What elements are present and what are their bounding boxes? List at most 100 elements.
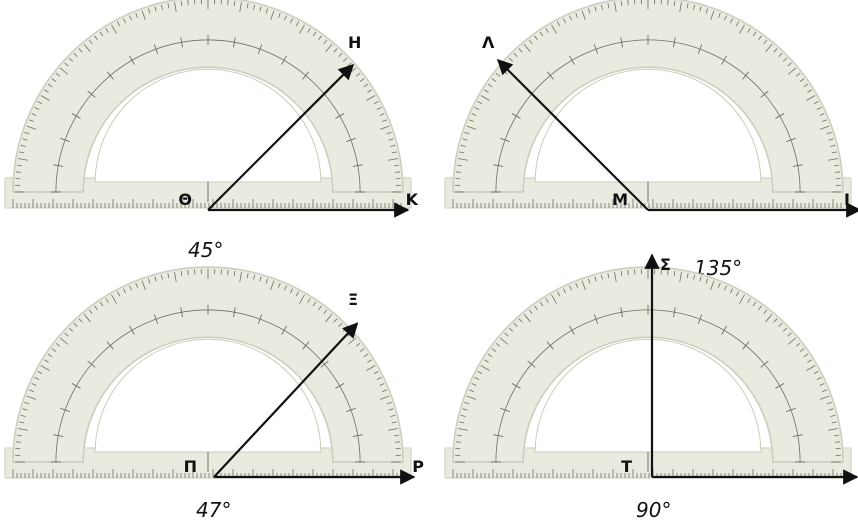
protractor-2 [444, 0, 852, 209]
degree-tick [394, 434, 400, 437]
degree-tick [795, 72, 801, 77]
protractor-4 [444, 266, 852, 479]
degree-tick [563, 18, 566, 24]
degree-tick [831, 151, 837, 154]
scale-tick [620, 37, 623, 48]
degree-tick [233, 270, 236, 276]
degree-tick [819, 395, 830, 400]
scale-tick [546, 341, 554, 350]
degree-tick [390, 144, 396, 147]
degree-tick [600, 274, 603, 280]
degree-tick [333, 48, 338, 53]
degree-tick [111, 24, 117, 34]
degree-tick [673, 0, 676, 6]
degree-tick [388, 138, 394, 141]
degree-tick [667, 0, 669, 6]
degree-tick [830, 144, 836, 147]
degree-tick [73, 322, 78, 328]
degree-tick [265, 8, 269, 14]
degree-tick [147, 8, 151, 14]
scale-tick [320, 360, 329, 368]
degree-tick [278, 282, 281, 288]
degree-tick [594, 276, 597, 282]
scale-tick [775, 113, 785, 119]
degree-tick [19, 151, 25, 154]
degree-tick [64, 62, 69, 67]
degree-tick [376, 377, 382, 380]
degree-tick [83, 313, 91, 323]
scale-tick [569, 325, 575, 335]
scale-tick [620, 307, 623, 318]
degree-tick [147, 278, 151, 284]
degree-tick [607, 273, 610, 279]
degree-tick [284, 15, 287, 21]
degree-tick [233, 0, 236, 6]
ray2-label-4: Σ [660, 255, 671, 274]
degree-tick [828, 408, 834, 411]
degree-tick [620, 0, 623, 6]
ray-arm-1 [207, 63, 355, 211]
degree-tick [575, 12, 578, 18]
degree-tick [22, 408, 28, 411]
degree-tick [17, 158, 28, 161]
degree-tick [239, 1, 242, 12]
vertex-label-2: Μ [612, 190, 628, 209]
degree-tick [474, 377, 480, 380]
degree-tick [763, 309, 768, 315]
degree-tick [227, 270, 229, 276]
degree-tick [24, 131, 30, 135]
panel-1: Θ Κ Η 45° [4, 0, 419, 262]
degree-tick [123, 288, 126, 294]
degree-tick [773, 318, 778, 323]
degree-tick [456, 441, 462, 443]
angle-value-1: 45° [188, 238, 223, 262]
degree-tick [51, 348, 57, 352]
scale-tick [546, 71, 554, 80]
scale-tick [153, 314, 159, 324]
degree-tick [534, 35, 538, 41]
degree-tick [253, 274, 256, 280]
scale-tick [87, 90, 96, 98]
degree-tick [462, 138, 468, 141]
degree-tick [347, 337, 357, 345]
degree-tick [787, 332, 792, 337]
scale-tick [53, 434, 64, 437]
scale-tick [792, 434, 803, 437]
degree-tick [359, 348, 365, 352]
degree-tick [366, 365, 376, 371]
degree-tick [129, 15, 132, 21]
degree-tick [508, 327, 514, 332]
scale-tick [569, 55, 575, 65]
degree-tick [834, 171, 840, 173]
degree-tick [627, 0, 629, 6]
degree-tick [40, 365, 50, 371]
degree-tick [587, 8, 591, 14]
degree-tick [504, 332, 509, 337]
degree-tick [782, 327, 788, 332]
degree-tick [68, 57, 74, 62]
degree-tick [22, 138, 28, 141]
degree-tick [391, 421, 397, 424]
degree-tick [557, 21, 561, 27]
scale-tick [742, 341, 750, 350]
degree-tick [51, 78, 57, 82]
degree-tick [382, 389, 388, 392]
ray1-label-3: Ρ [412, 457, 424, 476]
degree-tick [806, 365, 816, 371]
degree-tick [26, 395, 37, 400]
degree-tick [83, 43, 91, 53]
degree-tick [154, 6, 157, 12]
degree-tick [778, 322, 783, 328]
degree-tick [710, 10, 715, 21]
degree-tick [816, 377, 822, 380]
protractor-band [12, 0, 404, 193]
degree-tick [34, 377, 40, 380]
degree-tick [581, 280, 586, 291]
degree-tick [782, 57, 788, 62]
degree-tick [799, 348, 805, 352]
degree-tick [338, 52, 343, 58]
degree-tick [822, 119, 828, 122]
degree-tick [699, 6, 702, 12]
degree-tick [466, 125, 477, 130]
degree-tick [459, 151, 465, 154]
